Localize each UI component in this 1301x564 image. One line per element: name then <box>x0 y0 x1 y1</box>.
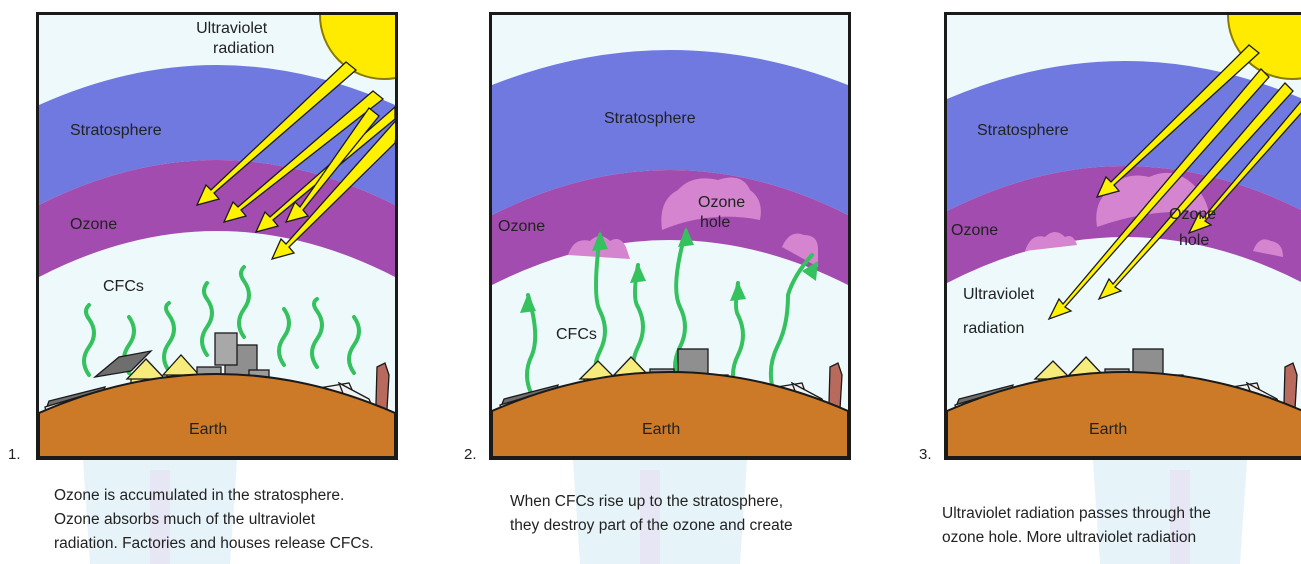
panel-1-scene <box>39 15 395 457</box>
sun-icon <box>1227 15 1301 80</box>
stratosphere-label: Stratosphere <box>604 110 696 127</box>
uv-arrows <box>195 61 395 260</box>
earth-label: Earth <box>189 421 228 438</box>
uv-arrows <box>1047 44 1301 321</box>
panel-3-caption: Ultraviolet radiation passes through the… <box>942 505 1211 546</box>
earth-label: Earth <box>642 421 681 438</box>
cfcs-label: CFCs <box>556 326 597 343</box>
ozone-label: Ozone <box>498 218 546 235</box>
ozone-label: Ozone <box>70 216 118 233</box>
earth-surface <box>39 373 395 457</box>
sun-icon <box>319 15 395 80</box>
earth-surface <box>947 371 1301 457</box>
ozone-hole-label: Ozone hole <box>1169 206 1217 249</box>
uv-label: Ultraviolet radiation <box>196 20 275 57</box>
stratosphere-label: Stratosphere <box>70 122 162 139</box>
earth-surface <box>492 371 848 457</box>
panel-1-caption: Ozone is accumulated in the stratosphere… <box>54 487 374 552</box>
cfcs-label: CFCs <box>103 278 144 295</box>
panel-2-caption: When CFCs rise up to the stratosphere, t… <box>510 493 793 534</box>
ozone-hole-label: Ozone hole <box>698 194 746 231</box>
stratosphere-band <box>492 50 848 215</box>
ozone-layer <box>947 166 1301 283</box>
earth-label: Earth <box>1089 421 1128 438</box>
panel-2: Stratosphere Ozone Ozone hole CFCs Earth <box>489 12 851 460</box>
panel-3-number: 3. <box>919 446 932 463</box>
panel-3-scene <box>947 15 1301 457</box>
panel-2-number: 2. <box>464 446 477 463</box>
ozone-label: Ozone <box>951 222 999 239</box>
panel-2-scene <box>492 50 848 457</box>
ozone-layer <box>492 170 848 285</box>
panel-1: Ultraviolet radiation Stratosphere Ozone… <box>36 12 398 460</box>
rising-cfc-arrows <box>525 229 814 397</box>
uv-label: Ultraviolet radiation <box>963 286 1035 337</box>
panel-3: Stratosphere Ozone Ozone hole Ultraviole… <box>944 12 1301 460</box>
stratosphere-label: Stratosphere <box>977 122 1069 139</box>
panel-1-number: 1. <box>8 446 21 463</box>
arrow-heads <box>520 227 818 313</box>
